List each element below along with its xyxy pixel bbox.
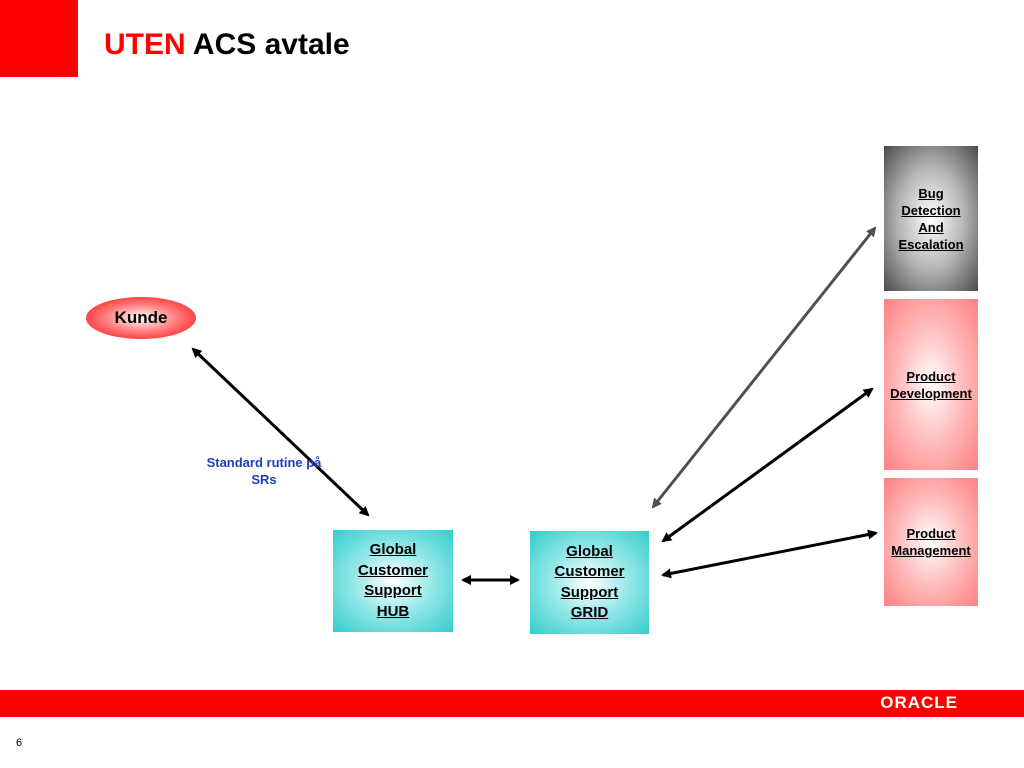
grid-line-4: GRID <box>570 604 609 621</box>
standard-routine-note: Standard rutine på SRs <box>196 454 332 488</box>
arrow-kunde-hub <box>191 347 370 517</box>
pmgmt-line-2: Management <box>891 543 971 558</box>
arrow-grid-management <box>661 529 878 579</box>
page-number: 6 <box>16 737 23 749</box>
grid-line-1: Global <box>566 542 613 560</box>
arrow-grid-bug <box>651 226 877 509</box>
kunde-label: Kunde <box>114 308 168 327</box>
corner-red-block <box>0 0 78 77</box>
product-management-box: Product Management <box>884 478 978 606</box>
hub-line-4: HUB <box>376 602 410 620</box>
note-line-1: Standard rutine på <box>206 455 322 470</box>
bug-line-2: Detection <box>901 202 961 218</box>
note-line-2: SRs <box>251 472 277 487</box>
bug-line-4: Escalation <box>898 236 964 252</box>
gcs-hub-box: Global Customer Support HUB <box>333 530 453 632</box>
pdev-line-1: Product <box>906 368 956 384</box>
footer-bar: ORACLE <box>0 690 1024 717</box>
grid-line-2: Customer <box>554 563 625 580</box>
oracle-logo: ORACLE <box>880 693 958 712</box>
hub-line-3: Support <box>364 582 422 599</box>
arrow-grid-development <box>661 387 874 543</box>
bug-detection-box: Bug Detection And Escalation <box>884 146 978 291</box>
title-accent: UTEN <box>104 28 186 61</box>
slide-title: UTEN ACS avtale <box>104 28 350 62</box>
kunde-node: Kunde <box>86 297 196 339</box>
hub-line-1: Global <box>369 541 417 558</box>
pdev-line-2: Development <box>890 385 972 401</box>
pmgmt-line-1: Product <box>906 526 956 541</box>
product-development-box: Product Development <box>884 299 978 470</box>
grid-line-3: Support <box>560 583 619 601</box>
hub-line-2: Customer <box>357 561 428 579</box>
bug-line-3: And <box>918 219 944 235</box>
bug-line-1: Bug <box>918 185 944 201</box>
gcs-grid-box: Global Customer Support GRID <box>530 531 649 634</box>
title-rest: ACS avtale <box>192 28 350 61</box>
